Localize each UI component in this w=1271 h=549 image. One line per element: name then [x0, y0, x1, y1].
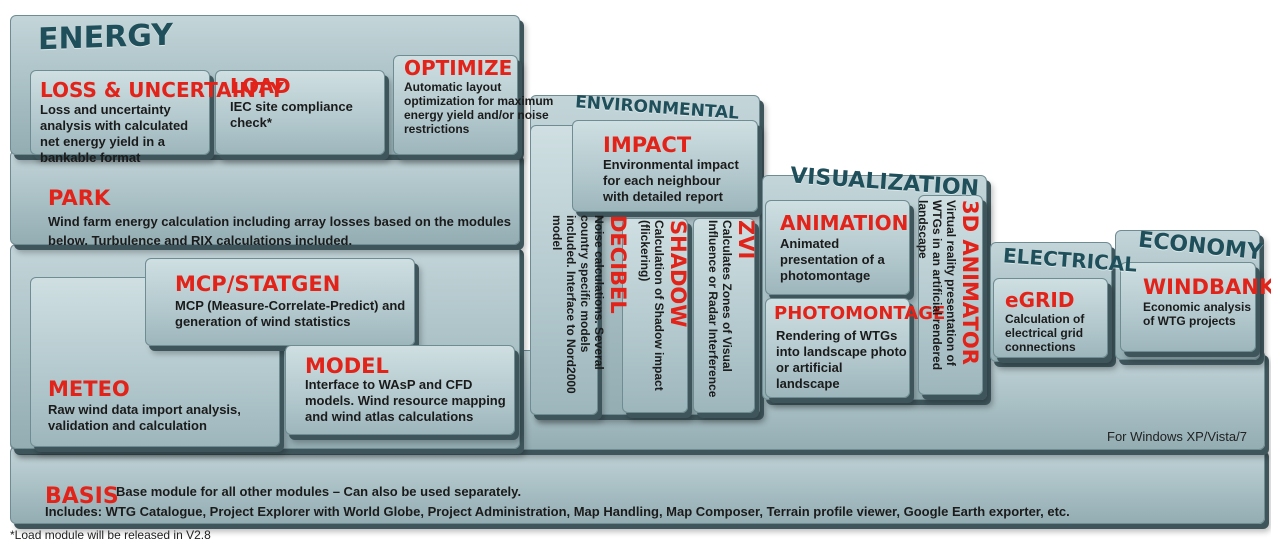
basis-desc-2: Includes: WTG Catalogue, Project Explore…	[45, 504, 1070, 519]
zvi-desc: Calculates Zones of Visual Influence or …	[706, 220, 734, 398]
photomontage-desc: Rendering of WTGs into landscape photo o…	[776, 328, 907, 391]
shadow-title: SHADOW	[666, 220, 690, 328]
optimize-block	[393, 55, 518, 155]
decibel-text: DECIBEL Noise calculations. Several coun…	[550, 215, 630, 405]
windbank-title: WINDBANK	[1143, 275, 1271, 299]
egrid-block	[993, 278, 1108, 358]
model-desc: Interface to WAsP and CFD models. Wind r…	[305, 377, 506, 424]
model-title: MODEL	[305, 354, 389, 378]
impact-title: IMPACT	[603, 133, 692, 157]
zvi-block	[693, 218, 755, 413]
zvi-text: ZVI Calculates Zones of Visual Influence…	[706, 220, 758, 405]
mcp-desc: MCP (Measure-Correlate-Predict) and gene…	[175, 298, 406, 329]
animator3d-block	[918, 195, 983, 395]
meteo-title: METEO	[48, 377, 130, 401]
optimize-desc: Automatic layout optimization for maximu…	[404, 80, 554, 136]
park-slab	[10, 150, 520, 245]
decibel-title: DECIBEL	[606, 215, 630, 314]
shadow-desc: Calculation of Shadow impact (flickering…	[638, 220, 666, 391]
animation-block	[765, 200, 910, 295]
windbank-desc: Economic analysis of WTG projects	[1143, 300, 1252, 328]
loss-desc: Loss and uncertainty analysis with calcu…	[40, 102, 189, 165]
animation-title: ANIMATION	[780, 211, 909, 235]
animation-desc: Animated presentation of a photomontage	[780, 236, 885, 283]
group-energy-label: ENERGY	[38, 17, 173, 58]
load-footnote: *Load module will be released in V2.8	[10, 528, 211, 542]
shadow-text: SHADOW Calculation of Shadow impact (fli…	[638, 220, 690, 405]
animator3d-title: 3D ANIMATOR	[958, 200, 982, 365]
photomontage-title: PHOTOMONTAGE	[774, 303, 946, 324]
egrid-title: eGRID	[1005, 288, 1075, 312]
impact-block	[572, 120, 758, 212]
load-desc: IEC site compliance check*	[230, 99, 353, 130]
park-desc: Wind farm energy calculation including a…	[48, 214, 511, 248]
mcp-title: MCP/STATGEN	[175, 272, 341, 296]
park-title: PARK	[48, 186, 111, 210]
basis-desc-1: Base module for all other modules – Can …	[116, 484, 522, 499]
animator3d-desc: Virtual reality presentation of WTGs in …	[916, 200, 958, 371]
loss-block	[30, 70, 210, 155]
load-title: LOAD	[230, 74, 291, 98]
decibel-desc: Noise calculations. Several country spec…	[550, 215, 606, 394]
shadow-block	[622, 218, 688, 413]
model-block	[285, 345, 515, 435]
windbank-block	[1120, 262, 1256, 352]
optimize-title: OPTIMIZE	[404, 56, 513, 80]
basis-title: BASIS	[45, 484, 119, 509]
mcp-block	[145, 258, 415, 346]
egrid-desc: Calculation of electrical grid connectio…	[1005, 312, 1085, 354]
platform-note: For Windows XP/Vista/7	[1107, 429, 1247, 444]
meteo-desc: Raw wind data import analysis, validatio…	[48, 402, 241, 433]
load-block	[215, 70, 385, 155]
impact-desc: Environmental impact for each neighbour …	[603, 157, 739, 204]
loss-title: LOSS & UNCERTAINTY	[40, 78, 285, 102]
zvi-title: ZVI	[734, 220, 758, 260]
animator3d-text: 3D ANIMATOR Virtual reality presentation…	[916, 200, 982, 390]
photomontage-block	[765, 298, 910, 398]
